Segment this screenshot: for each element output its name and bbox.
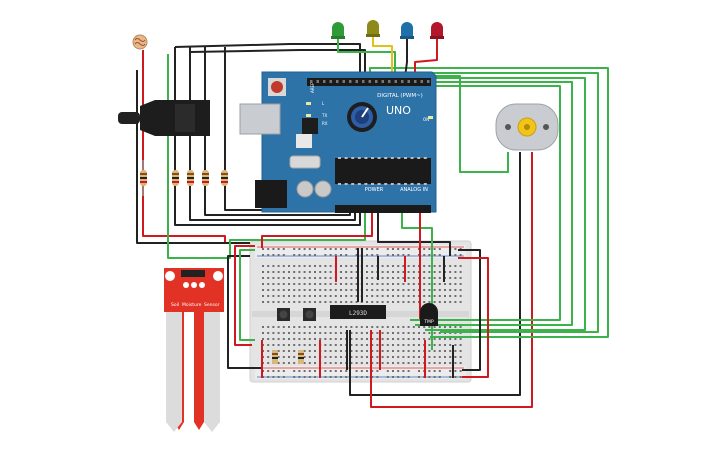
uno-label: UNO: [386, 104, 411, 117]
on-label: ON: [423, 117, 429, 122]
soil-moisture-sensor: Soil Moisture Sensor: [164, 268, 224, 432]
wire-green-led: [337, 38, 396, 77]
wire-red-led: [414, 38, 438, 77]
power-plug: [118, 112, 140, 124]
pushbutton-2[interactable]: [303, 308, 316, 321]
wire-black-gnd: [377, 212, 451, 256]
arduino-uno-board: DIGITAL (PWM~) AREF UNO L TX RX ON POWER: [118, 71, 437, 213]
photoresistor: [132, 34, 148, 50]
led-red: [430, 22, 444, 39]
resistor-bb-1: [272, 350, 278, 364]
resistor-bb-2: [298, 350, 304, 364]
temperature-sensor: TMP: [420, 303, 438, 326]
wire-red-ldr: [142, 50, 226, 242]
wire-black-top2: [189, 49, 366, 77]
resistors-left: [140, 160, 228, 196]
resistor: [221, 170, 228, 186]
wire-red-bb: [234, 245, 255, 346]
digital-header-label: DIGITAL (PWM~): [377, 93, 423, 99]
dc-motor: [495, 103, 559, 151]
usb-connector: [239, 103, 281, 135]
aref-label: AREF: [310, 82, 315, 93]
wire-black-top: [174, 43, 361, 77]
wire-green-analog: [401, 212, 433, 350]
wire-black-right: [458, 249, 481, 371]
resistor: [172, 170, 179, 186]
wire-green-bb: [239, 249, 255, 341]
soil-label-2: Moisture: [182, 302, 202, 308]
wire-red-5v: [261, 212, 373, 248]
power-header-label: POWER: [365, 187, 384, 193]
soil-label-3: Sensor: [204, 302, 220, 308]
wire-green-d1: [369, 67, 609, 338]
wire-red-motor: [370, 152, 533, 408]
wire-red-right: [458, 257, 489, 378]
rx-label: RX: [322, 121, 328, 126]
wire-black-1: [136, 70, 250, 244]
dc-jack: [255, 180, 287, 208]
resistor: [187, 170, 194, 186]
breadboard-jumpers: [261, 248, 454, 378]
wire-yellow-led: [372, 36, 393, 77]
led-blue: [400, 22, 414, 39]
reset-button-cap[interactable]: [271, 81, 283, 93]
wire-blue-led: [404, 38, 408, 78]
leds: [331, 20, 444, 39]
pushbutton-1[interactable]: [277, 308, 290, 321]
resistor: [140, 160, 147, 196]
potentiometer[interactable]: [347, 102, 377, 132]
led-olive: [366, 20, 380, 37]
tmp-label: TMP: [423, 319, 434, 325]
ic-label: L293D: [349, 310, 367, 317]
resistor: [202, 170, 209, 186]
tx-label: TX: [321, 113, 327, 118]
soil-label-1: Soil: [171, 302, 179, 308]
l293d-chip: L293D: [330, 305, 386, 319]
l-label: L: [322, 101, 325, 106]
power-analog-header: [335, 205, 431, 213]
wire-black-motor: [349, 152, 521, 396]
atmega-chip: [335, 158, 431, 184]
led-green: [331, 22, 345, 39]
analog-header-label: ANALOG IN: [400, 187, 428, 193]
